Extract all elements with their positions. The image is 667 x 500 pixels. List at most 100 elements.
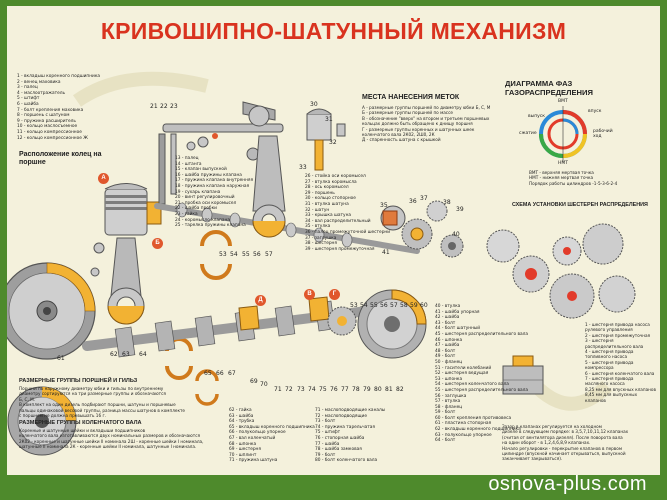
legend-item: 61 - пластина стопорная bbox=[435, 421, 492, 427]
text-line: 2К02 - коренные и шатунные шейки II номи… bbox=[19, 438, 204, 444]
footer-url[interactable]: osnova-plus.com bbox=[488, 473, 647, 495]
legend-item: 69 - шестерня bbox=[229, 447, 261, 453]
gear-scheme-drawing bbox=[486, 223, 636, 319]
callout-77: 77 bbox=[341, 386, 349, 393]
legend-item: 30 - кольцо стопорное bbox=[305, 196, 356, 202]
callout-81: 81 bbox=[385, 386, 393, 393]
legend-item: 63 - полукольцо упорное bbox=[435, 432, 492, 438]
text-line: шатунные II номинала 2К - коренные шейки… bbox=[19, 444, 197, 450]
callout-60: 60 bbox=[420, 302, 428, 309]
mark-badge-g: Г bbox=[329, 289, 340, 300]
legend-item: 41 - шайба упорная bbox=[435, 309, 480, 315]
callout-56: 56 bbox=[253, 251, 261, 258]
legend-item: 25 - тарелка пружины клапана bbox=[175, 223, 246, 229]
legend-item: 11 - кольцо компрессионное bbox=[17, 129, 82, 135]
legend-item: 63 - шайба bbox=[229, 413, 254, 419]
text-line: с поршнем не должна превышать 16 г. bbox=[19, 413, 106, 419]
legend-item: 17 - пружина клапана внутренняя bbox=[175, 178, 254, 184]
legend-item: 26 - стойка оси коромысел bbox=[305, 174, 366, 179]
marks-item: Б - размерные группы поршней по массе bbox=[362, 110, 453, 116]
legend-item: 50 - фланец bbox=[435, 359, 463, 365]
text-line: Начало регулировки - перекрытие клапанов… bbox=[502, 445, 622, 451]
callout-57b: 57 bbox=[390, 302, 398, 309]
legend-item: 24 - коромысло клапана bbox=[175, 217, 230, 223]
text-line: цилиндре (впускной начинает открываться,… bbox=[502, 451, 626, 457]
callout-64: 64 bbox=[139, 351, 147, 358]
legend-item: 48 - болт bbox=[435, 348, 456, 354]
flywheel-lower-drawing bbox=[7, 386, 77, 456]
piston-groups-text: Поршни по наружному диаметру юбки и гиль… bbox=[19, 386, 219, 418]
legend-item: 2 - венец маховика bbox=[17, 79, 61, 85]
legend-item: 37 - заглушка bbox=[305, 235, 337, 241]
text-line: Поршни по наружному диаметру юбки и гиль… bbox=[19, 386, 164, 391]
legend-item: 15 - клапан выпускной bbox=[175, 167, 227, 173]
callout-55: 55 bbox=[242, 251, 250, 258]
legend-item: 60 - болт крепления противовеса bbox=[435, 415, 512, 421]
text-line: Зазор в клапанах регулируется на холодно… bbox=[502, 424, 602, 429]
legend-item: 6 - шайба bbox=[17, 101, 39, 107]
mid-parts-legend-a: 13 - палец 14 - штанга 15 - клапан выпус… bbox=[175, 156, 253, 229]
working-stroke-label: рабочий ход bbox=[593, 129, 613, 139]
callout-66: 66 bbox=[216, 370, 224, 377]
callout-78: 78 bbox=[352, 386, 360, 393]
callout-71: 71 bbox=[274, 386, 282, 393]
legend-item: 13 - палец bbox=[175, 156, 199, 161]
legend-item: 67 - вал коленчатый bbox=[229, 435, 276, 441]
legend-item: 65 - вкладыш коренного подшипника bbox=[229, 424, 315, 430]
small-parts-drawing bbox=[90, 123, 346, 277]
legend-item: 1 - вкладыш коренного подшипника bbox=[17, 74, 101, 79]
callout-74: 74 bbox=[308, 386, 316, 393]
text-line: диаметру сортируются на три размерные гр… bbox=[19, 391, 166, 397]
legend-item: 20 - винт регулировочный bbox=[175, 195, 235, 201]
callout-36: 36 bbox=[409, 198, 417, 205]
crank-groups-text: Коренные и шатунные шейки и вкладыши под… bbox=[19, 428, 224, 450]
callout-61: 61 bbox=[57, 355, 65, 362]
flywheel-drawing bbox=[7, 262, 96, 360]
gear-legend-item: 7 - шестерня привода масляного насоса bbox=[585, 376, 634, 387]
legend-item: 74 - пружина тарельчатая bbox=[315, 424, 375, 430]
gear-legend-item: 4 - шестерня привода топливного насоса bbox=[585, 349, 634, 360]
legend-item: 7 - болт крепления маховика bbox=[17, 107, 84, 113]
legend-item: 45 - шестерня распределительного вала bbox=[435, 331, 529, 337]
rings-heading: Расположение колец на поршне bbox=[19, 151, 102, 166]
valve-clearance-drawing bbox=[502, 355, 544, 395]
legend-item: 75 - штифт bbox=[315, 430, 341, 436]
legend-item: 70 - шплинт bbox=[229, 452, 257, 458]
callout-22: 22 bbox=[160, 103, 168, 110]
callout-70: 70 bbox=[260, 381, 268, 388]
callout-21: 21 bbox=[150, 103, 158, 110]
gear-legend-item: 2 - шестерня промежуточная bbox=[585, 332, 651, 338]
legend-item: 73 - болт bbox=[315, 419, 336, 425]
marks-item: А - размерные группы поршней по диаметру… bbox=[362, 105, 491, 110]
poster-canvas: КРИВОШИПНО-ШАТУННЫЙ МЕХАНИЗМ bbox=[7, 6, 660, 475]
exhaust-label: выпуск bbox=[528, 114, 546, 119]
text-line: коленчатого вала изготавливаются двух но… bbox=[19, 433, 201, 439]
text-line: Коренные и шатунные шейки и вкладыши под… bbox=[19, 428, 146, 433]
bg-swoosh bbox=[72, 71, 209, 107]
connecting-rod-drawing bbox=[107, 237, 145, 325]
right-parts-legend: 40 - втулка 41 - шайба упорная 42 - шайб… bbox=[435, 304, 528, 444]
legend-item: 64 - трубка bbox=[229, 419, 255, 425]
bottom-parts-legend-a: 62 - гайка 63 - шайба 64 - трубка 65 - в… bbox=[229, 408, 315, 464]
legend-item: 42 - шайба bbox=[435, 315, 460, 321]
legend-item: 49 - болт bbox=[435, 354, 456, 360]
marks-heading: МЕСТА НАНЕСЕНИЯ МЕТОК bbox=[362, 94, 460, 101]
piston-drawing bbox=[104, 183, 162, 236]
legend-item: 44 - болт шатунный bbox=[435, 326, 481, 332]
poster-title: КРИВОШИПНО-ШАТУННЫЙ МЕХАНИЗМ bbox=[100, 18, 567, 44]
legend-item: 29 - поршень bbox=[305, 190, 335, 196]
crankshaft-drawing bbox=[82, 296, 372, 358]
callout-30: 30 bbox=[310, 101, 318, 108]
rocker-arm-drawing bbox=[158, 101, 332, 205]
callout-55b: 55 bbox=[370, 302, 378, 309]
bottom-parts-legend-b: 71 - маслоподводящие каналы 72 - маслопо… bbox=[315, 408, 385, 464]
callout-39: 39 bbox=[456, 206, 464, 213]
legend-item: 28 - ось коромысел bbox=[305, 185, 349, 191]
callout-69: 69 bbox=[250, 378, 258, 385]
legend-item: 32 - шатун bbox=[305, 207, 330, 213]
legend-item: 78 - шайба замковая bbox=[315, 447, 362, 453]
legend-item: 71 - пружина шатуна bbox=[229, 458, 278, 464]
valve-timing-notes: ВМТ - верхняя мертвая точка НМТ - нижняя… bbox=[529, 170, 617, 186]
callout-33: 33 bbox=[299, 164, 307, 171]
legend-item: 53 - шпонка bbox=[435, 376, 463, 382]
